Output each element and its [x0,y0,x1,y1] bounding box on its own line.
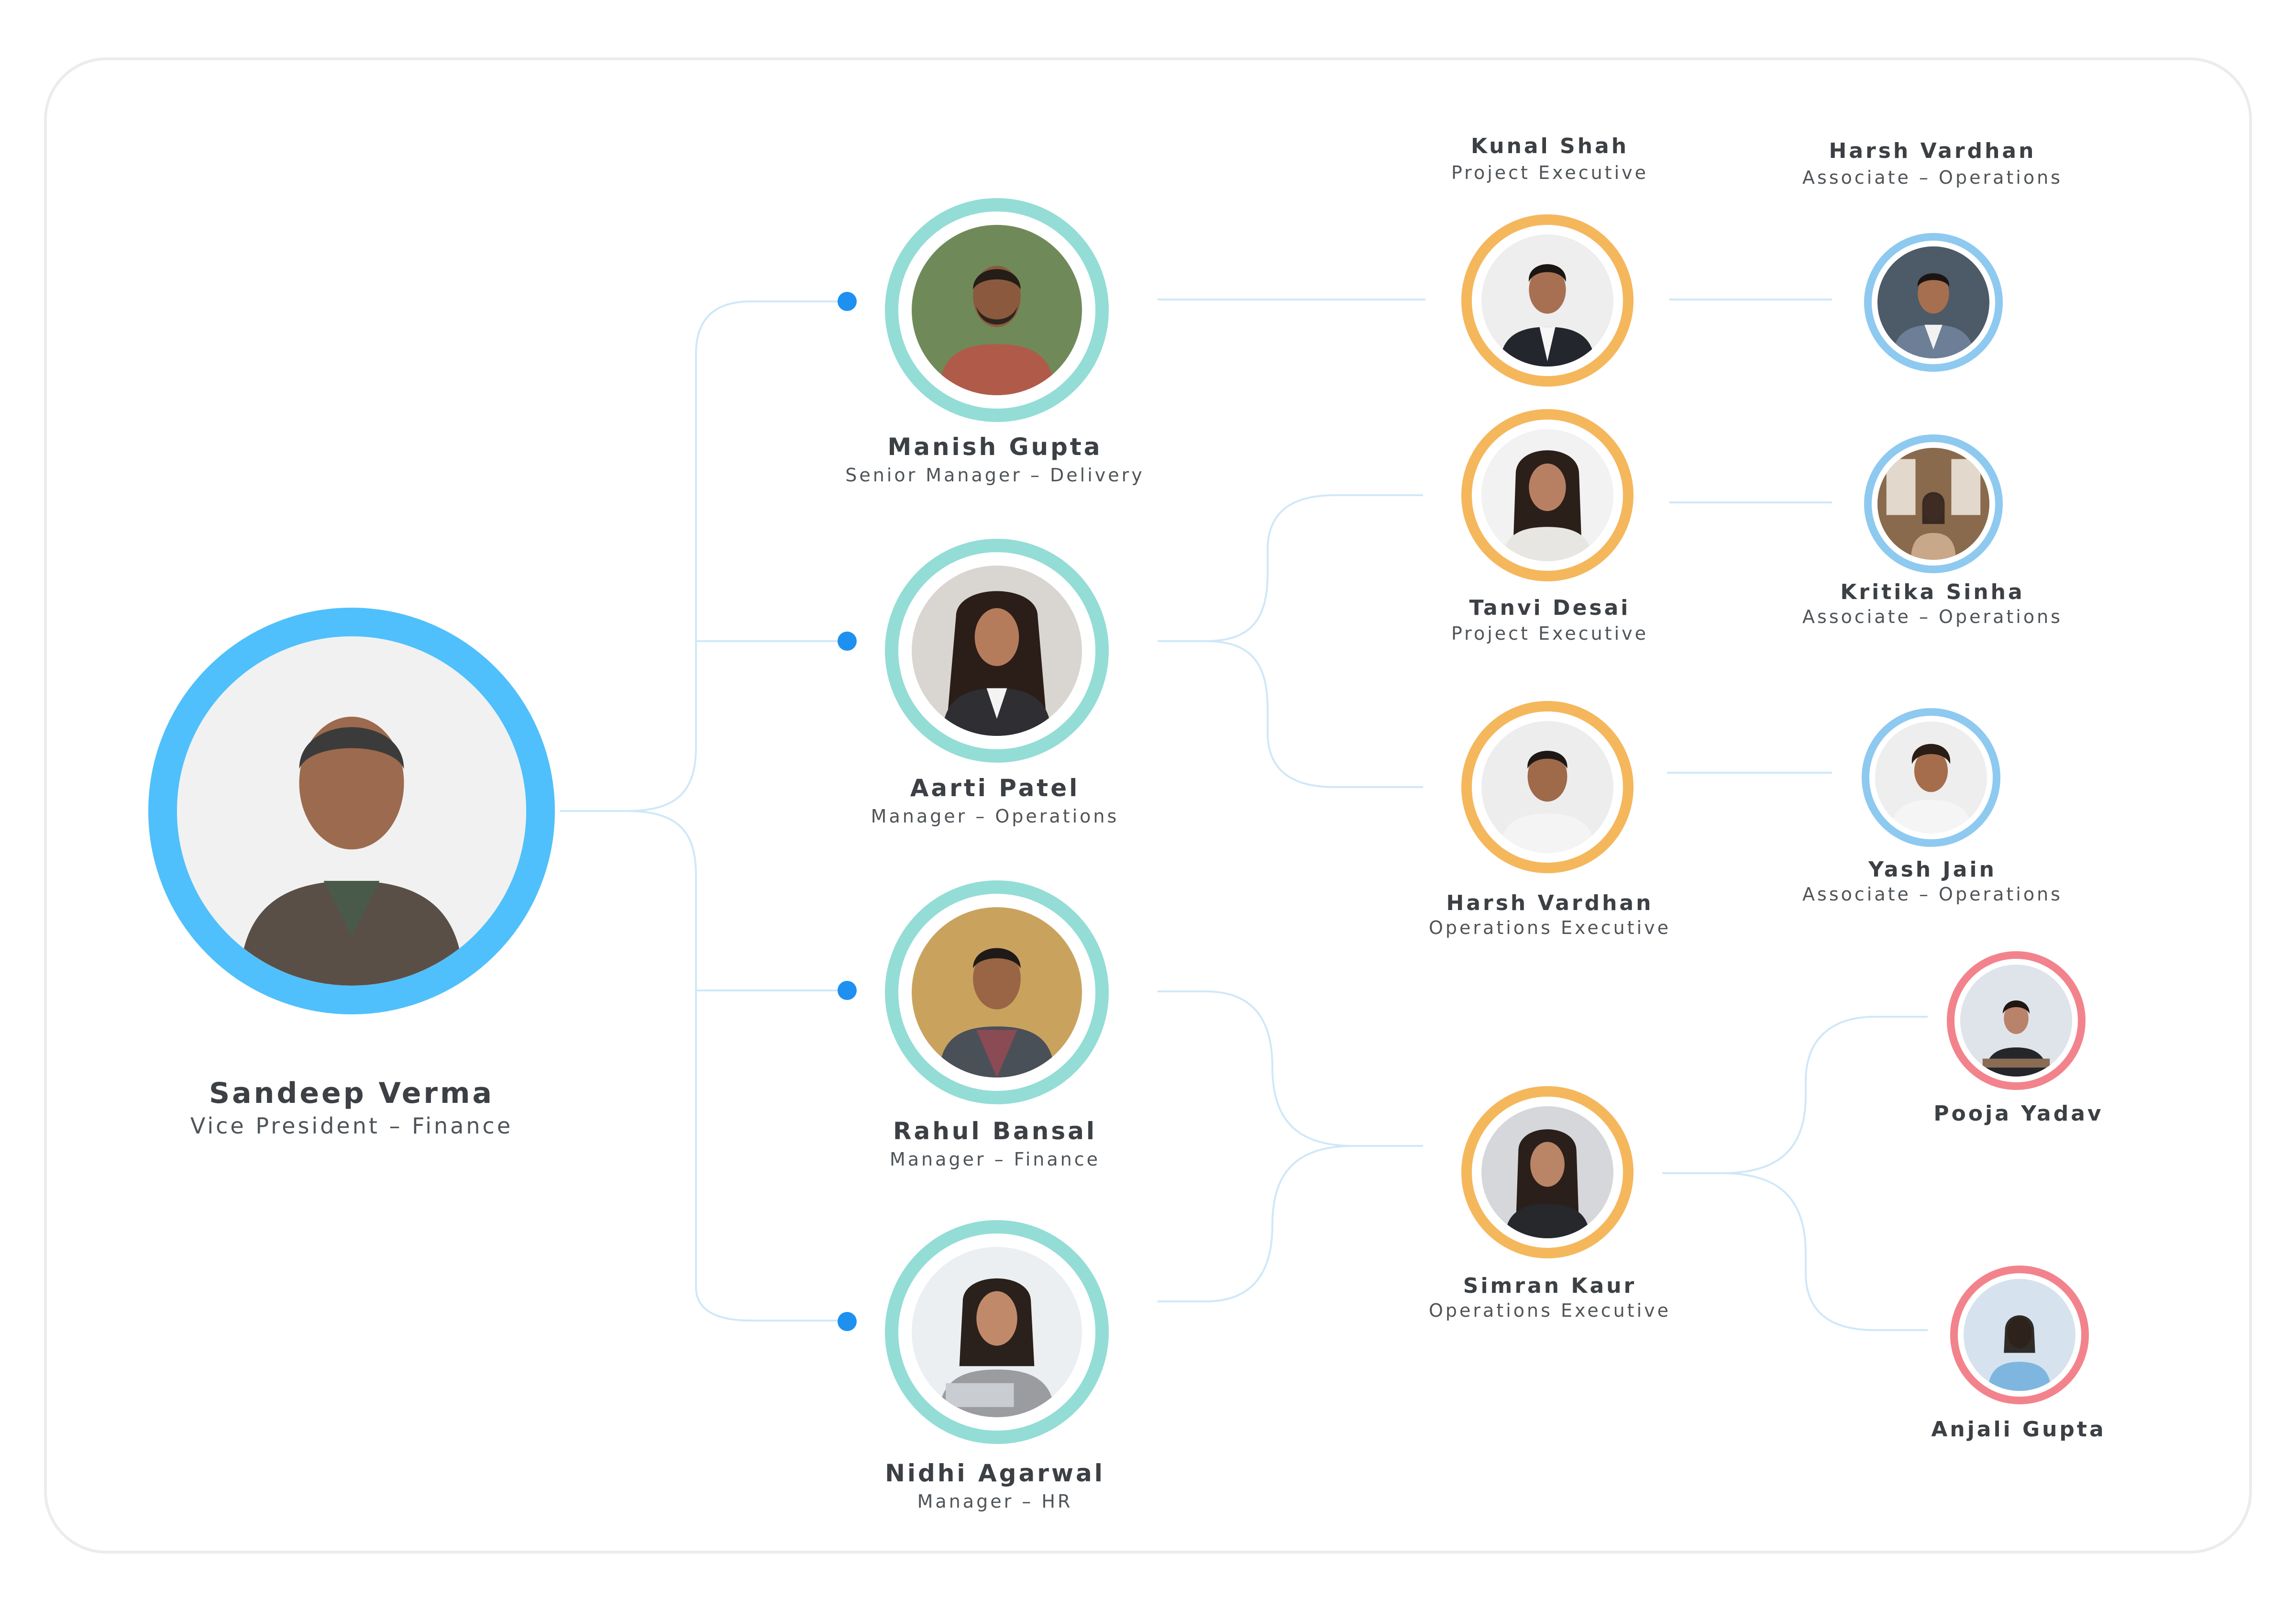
person-name: Kritika Sinha [1840,580,2025,604]
label-harsh-vardhan-associate: Harsh Vardhan Associate – Operations [1765,139,2100,188]
person-name: Pooja Yadav [1933,1101,2104,1126]
connector-dot-nidhi [838,1312,857,1331]
connector-rahul-to-simran [1158,990,1423,1147]
person-name: Yash Jain [1868,857,1997,882]
person-photo-icon [1960,965,2072,1077]
person-role: Associate – Operations [1802,167,2063,188]
label-kunal-shah: Kunal Shah Project Executive [1382,134,1717,183]
label-nidhi-agarwal: Nidhi Agarwal Manager – HR [804,1459,1186,1512]
person-photo-icon [177,636,526,986]
person-photo-icon [912,1247,1082,1417]
connector-dot-rahul [838,981,857,1000]
person-role: Project Executive [1451,623,1649,644]
label-kritika-sinha: Kritika Sinha Associate – Operations [1765,580,2100,627]
person-name: Kunal Shah [1470,134,1629,158]
label-simran-kaur: Simran Kaur Operations Executive [1382,1274,1717,1321]
person-name: Rahul Bansal [893,1117,1097,1145]
label-harsh-vardhan-exec: Harsh Vardhan Operations Executive [1382,891,1717,938]
label-yash-jain: Yash Jain Associate – Operations [1765,857,2100,905]
avatar-pooja-yadav[interactable] [1947,951,2086,1090]
connector-simran-to-pooja [1662,1016,1928,1174]
person-role: Senior Manager – Delivery [845,465,1145,486]
person-role: Manager – HR [917,1491,1073,1512]
person-name: Tanvi Desai [1469,596,1631,620]
label-anjali-gupta: Anjali Gupta [1856,1417,2181,1442]
connector-simran-to-anjali [1722,1172,1928,1331]
person-photo-icon [1481,234,1613,367]
person-role: Operations Executive [1429,917,1671,938]
label-pooja-yadav: Pooja Yadav [1856,1101,2181,1126]
person-name: Simran Kaur [1463,1274,1637,1298]
person-role: Associate – Operations [1802,884,2063,905]
person-photo-icon [1964,1279,2075,1391]
person-role: Operations Executive [1429,1300,1671,1321]
avatar-simran-kaur[interactable] [1461,1086,1634,1258]
person-role: Vice President – Finance [190,1113,513,1139]
person-name: Manish Gupta [887,433,1103,461]
avatar-harsh-vardhan-associate[interactable] [1864,233,2003,372]
connector-aarti-to-tanvi [1158,494,1423,642]
person-photo-icon [1875,722,1987,833]
avatar-rahul-bansal[interactable] [885,880,1109,1104]
person-photo-icon [912,225,1082,395]
person-role: Associate – Operations [1802,606,2063,627]
person-name: Nidhi Agarwal [885,1459,1105,1487]
avatar-aarti-patel[interactable] [885,539,1109,763]
avatar-nidhi-agarwal[interactable] [885,1220,1109,1444]
person-photo-icon [1481,429,1613,561]
person-role: Manager – Operations [871,806,1119,827]
person-name: Sandeep Verma [209,1077,495,1110]
connector-root-trunk [560,300,849,812]
person-photo-icon [1877,448,1989,560]
person-role: Manager – Finance [889,1149,1101,1170]
avatar-anjali-gupta[interactable] [1950,1266,2089,1404]
avatar-manish-gupta[interactable] [885,198,1109,422]
person-name: Anjali Gupta [1931,1417,2106,1442]
person-role: Project Executive [1451,162,1649,183]
label-manish-gupta: Manish Gupta Senior Manager – Delivery [804,433,1186,486]
person-photo-icon [912,907,1082,1078]
avatar-harsh-vardhan-exec[interactable] [1461,701,1634,873]
connector-dot-manish [838,292,857,311]
avatar-sandeep-verma[interactable] [148,608,555,1014]
label-rahul-bansal: Rahul Bansal Manager – Finance [804,1117,1186,1170]
label-aarti-patel: Aarti Patel Manager – Operations [804,774,1186,827]
avatar-yash-jain[interactable] [1862,708,2000,847]
person-photo-icon [1481,721,1613,853]
person-photo-icon [912,566,1082,736]
avatar-kritika-sinha[interactable] [1864,434,2003,573]
avatar-kunal-shah[interactable] [1461,214,1634,387]
label-sandeep-verma: Sandeep Verma Vice President – Finance [112,1077,591,1139]
avatar-tanvi-desai[interactable] [1461,409,1634,581]
connector-dot-aarti [838,632,857,651]
connector-nidhi-to-simran [1158,1145,1354,1302]
person-name: Harsh Vardhan [1829,139,2036,163]
person-name: Aarti Patel [910,774,1080,802]
person-name: Harsh Vardhan [1446,891,1654,915]
label-tanvi-desai: Tanvi Desai Project Executive [1382,596,1717,644]
person-photo-icon [1481,1106,1613,1238]
person-photo-icon [1877,246,1989,358]
connector-aarti-to-harsh [1205,640,1423,788]
connector-root-lower [626,810,849,1322]
